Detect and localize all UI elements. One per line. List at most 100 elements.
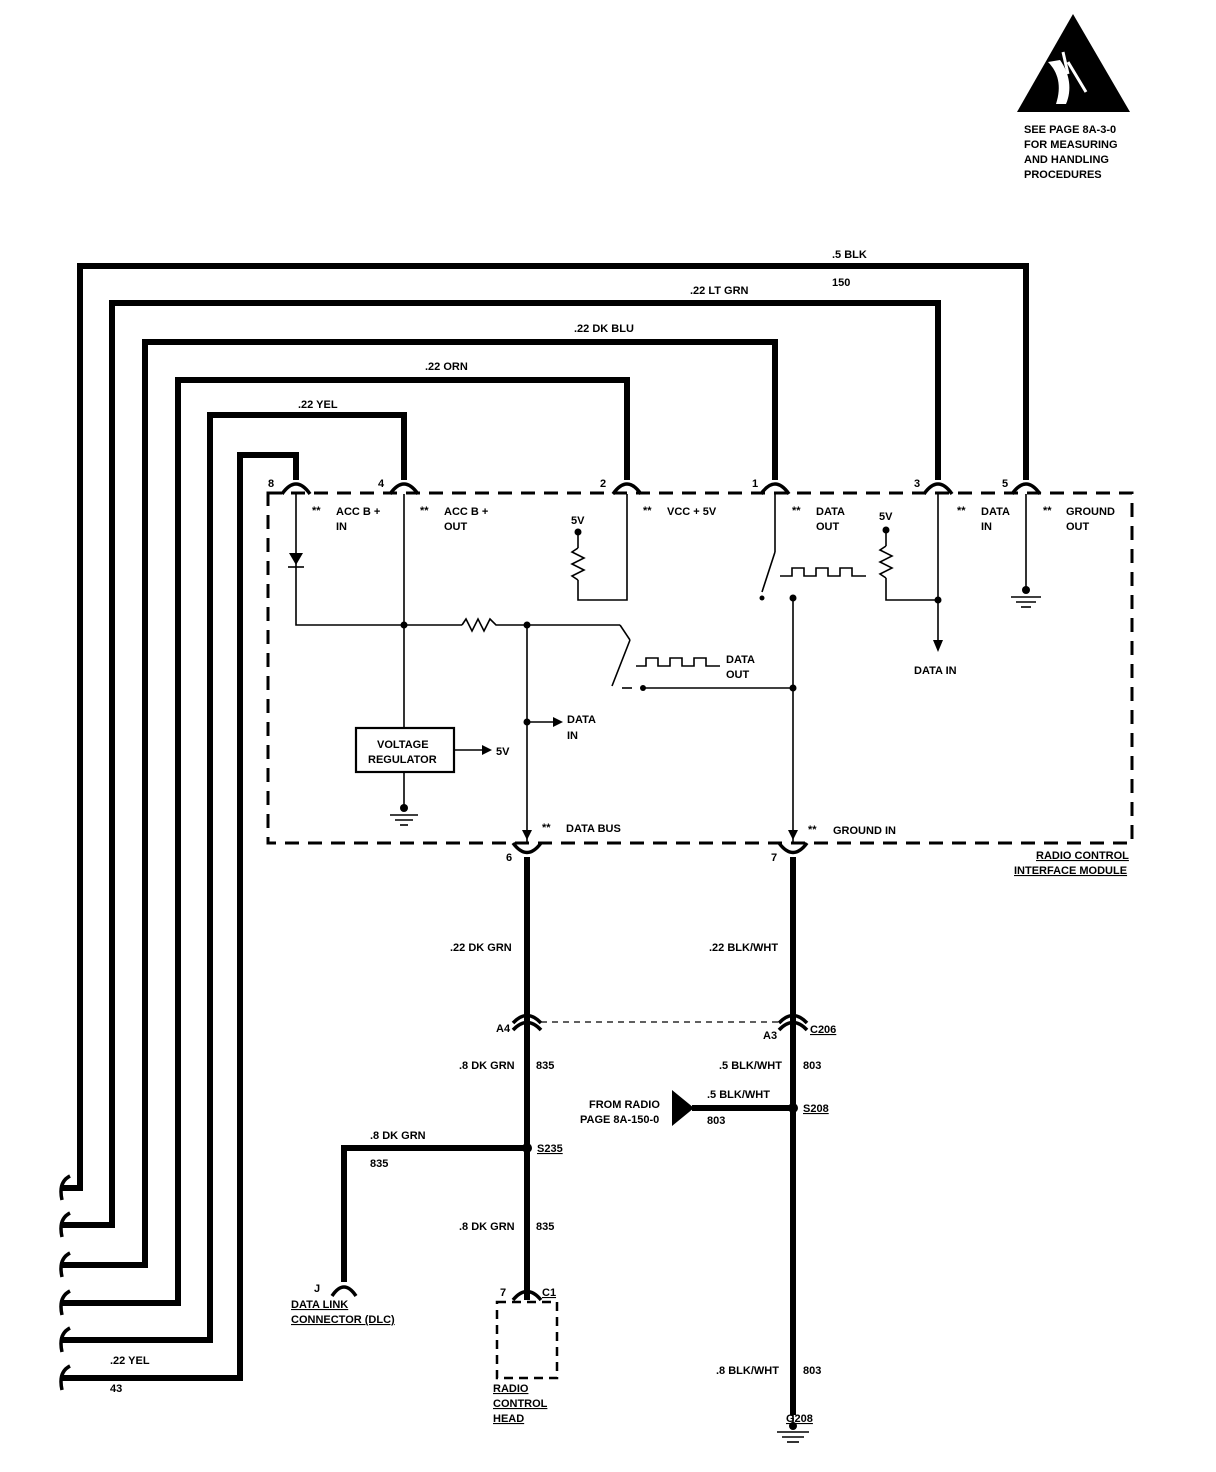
wire-label-blk: .5 BLK xyxy=(832,249,867,261)
svg-text:AND HANDLING: AND HANDLING xyxy=(1024,154,1109,166)
svg-text:5V: 5V xyxy=(496,746,510,758)
svg-text:**: ** xyxy=(312,505,321,517)
svg-text:5: 5 xyxy=(1002,478,1008,490)
svg-text:OUT: OUT xyxy=(444,521,468,533)
svg-text:**: ** xyxy=(643,505,652,517)
module-internal-circuit xyxy=(288,494,1041,842)
svg-text:6: 6 xyxy=(506,852,512,864)
svg-text:.8 DK GRN: .8 DK GRN xyxy=(370,1130,426,1142)
svg-text:A4: A4 xyxy=(496,1023,511,1035)
c206-connector xyxy=(511,1013,809,1032)
svg-text:ACC B +: ACC B + xyxy=(336,506,380,518)
svg-text:2: 2 xyxy=(600,478,606,490)
svg-text:DATA: DATA xyxy=(816,506,845,518)
svg-text:DATA: DATA xyxy=(981,506,1010,518)
svg-text:835: 835 xyxy=(370,1158,388,1170)
svg-text:G208: G208 xyxy=(786,1413,813,1425)
svg-text:S208: S208 xyxy=(803,1103,829,1115)
svg-text:OUT: OUT xyxy=(816,521,840,533)
lower-wire-labels: .22 DK GRN .22 BLK/WHT A4 A3 C206 .8 DK … xyxy=(291,942,836,1425)
svg-text:**: ** xyxy=(542,822,551,834)
svg-text:IN: IN xyxy=(567,730,578,742)
splice-s235 xyxy=(330,1143,532,1298)
wire-label-lt-grn: .22 LT GRN xyxy=(690,285,749,297)
svg-text:RADIO CONTROL: RADIO CONTROL xyxy=(1036,850,1129,862)
svg-text:GROUND IN: GROUND IN xyxy=(833,825,896,837)
svg-text:OUT: OUT xyxy=(726,669,750,681)
svg-text:INTERFACE MODULE: INTERFACE MODULE xyxy=(1014,865,1127,877)
svg-text:7: 7 xyxy=(771,852,777,864)
svg-text:DATA: DATA xyxy=(567,714,596,726)
module-labels: 5V 5V 5V DATA OUT DATA IN DATA IN VOLTAG… xyxy=(368,511,1129,877)
svg-text:PAGE 8A-150-0: PAGE 8A-150-0 xyxy=(580,1114,659,1126)
left-wire-ends xyxy=(59,1174,243,1391)
radio-control-head-box xyxy=(495,1289,559,1380)
ground-g208 xyxy=(777,1415,809,1443)
wire-lt-grn xyxy=(109,300,941,1225)
svg-text:**: ** xyxy=(957,505,966,517)
svg-text:CONNECTOR (DLC): CONNECTOR (DLC) xyxy=(291,1314,395,1326)
wire-blk xyxy=(77,263,1029,1188)
svg-text:VOLTAGE: VOLTAGE xyxy=(377,739,429,751)
svg-text:.8 DK GRN: .8 DK GRN xyxy=(459,1221,515,1233)
svg-text:7: 7 xyxy=(500,1287,506,1299)
splice-s208 xyxy=(672,1090,798,1126)
svg-text:835: 835 xyxy=(536,1221,554,1233)
svg-text:OUT: OUT xyxy=(1066,521,1090,533)
svg-text:803: 803 xyxy=(707,1115,725,1127)
svg-text:**: ** xyxy=(1043,505,1052,517)
svg-text:**: ** xyxy=(808,824,817,836)
wire-label-dk-blu: .22 DK BLU xyxy=(574,323,634,335)
svg-text:**: ** xyxy=(420,505,429,517)
wire-label-yel-top: .22 YEL xyxy=(298,399,338,411)
svg-text:HEAD: HEAD xyxy=(493,1413,524,1425)
svg-text:835: 835 xyxy=(536,1060,554,1072)
module-boundary xyxy=(266,491,1134,845)
wire-yel-bottom xyxy=(237,452,299,1378)
bottom-connector-terminals xyxy=(511,841,809,855)
svg-text:IN: IN xyxy=(981,521,992,533)
svg-text:DATA BUS: DATA BUS xyxy=(566,823,621,835)
svg-text:5V: 5V xyxy=(571,515,585,527)
wire-yel-top xyxy=(207,412,407,1340)
svg-text:.22 BLK/WHT: .22 BLK/WHT xyxy=(709,942,778,954)
svg-text:.5 BLK/WHT: .5 BLK/WHT xyxy=(707,1089,770,1101)
svg-text:803: 803 xyxy=(803,1365,821,1377)
wire-orn xyxy=(175,377,630,1303)
svg-text:1: 1 xyxy=(752,478,758,490)
svg-text:.8 DK GRN: .8 DK GRN xyxy=(459,1060,515,1072)
svg-text:J: J xyxy=(314,1283,320,1295)
svg-text:3: 3 xyxy=(914,478,920,490)
svg-text:.22 DK GRN: .22 DK GRN xyxy=(450,942,512,954)
svg-text:IN: IN xyxy=(336,521,347,533)
wire-label-yel-bottom: .22 YEL xyxy=(110,1355,150,1367)
svg-text:FROM RADIO: FROM RADIO xyxy=(589,1099,660,1111)
svg-text:803: 803 xyxy=(803,1060,821,1072)
svg-text:.8 BLK/WHT: .8 BLK/WHT xyxy=(716,1365,779,1377)
svg-text:ACC B +: ACC B + xyxy=(444,506,488,518)
svg-text:.5 BLK/WHT: .5 BLK/WHT xyxy=(719,1060,782,1072)
svg-text:DATA IN: DATA IN xyxy=(914,665,957,677)
svg-text:8: 8 xyxy=(268,478,274,490)
svg-text:REGULATOR: REGULATOR xyxy=(368,754,437,766)
svg-text:FOR MEASURING: FOR MEASURING xyxy=(1024,139,1118,151)
svg-text:C206: C206 xyxy=(810,1024,836,1036)
svg-text:GROUND: GROUND xyxy=(1066,506,1115,518)
svg-text:S235: S235 xyxy=(537,1143,563,1155)
esd-warning-icon xyxy=(1017,14,1130,112)
pin-labels: 8 4 2 1 3 5 ** ACC B + IN ** ACC B + OUT… xyxy=(268,478,1115,864)
svg-text:VCC + 5V: VCC + 5V xyxy=(667,506,717,518)
top-connector-terminals xyxy=(280,482,1042,496)
esd-notice: SEE PAGE 8A-3-0 FOR MEASURING AND HANDLI… xyxy=(1024,124,1118,181)
svg-text:PROCEDURES: PROCEDURES xyxy=(1024,169,1102,181)
svg-text:4: 4 xyxy=(378,478,385,490)
svg-text:CONTROL: CONTROL xyxy=(493,1398,548,1410)
circuit-43: 43 xyxy=(110,1383,122,1395)
circuit-150: 150 xyxy=(832,277,850,289)
wire-label-orn: .22 ORN xyxy=(425,361,468,373)
svg-text:SEE PAGE 8A-3-0: SEE PAGE 8A-3-0 xyxy=(1024,124,1116,136)
svg-text:**: ** xyxy=(792,505,801,517)
svg-text:RADIO: RADIO xyxy=(493,1383,529,1395)
wire-dk-blu xyxy=(142,339,778,1265)
